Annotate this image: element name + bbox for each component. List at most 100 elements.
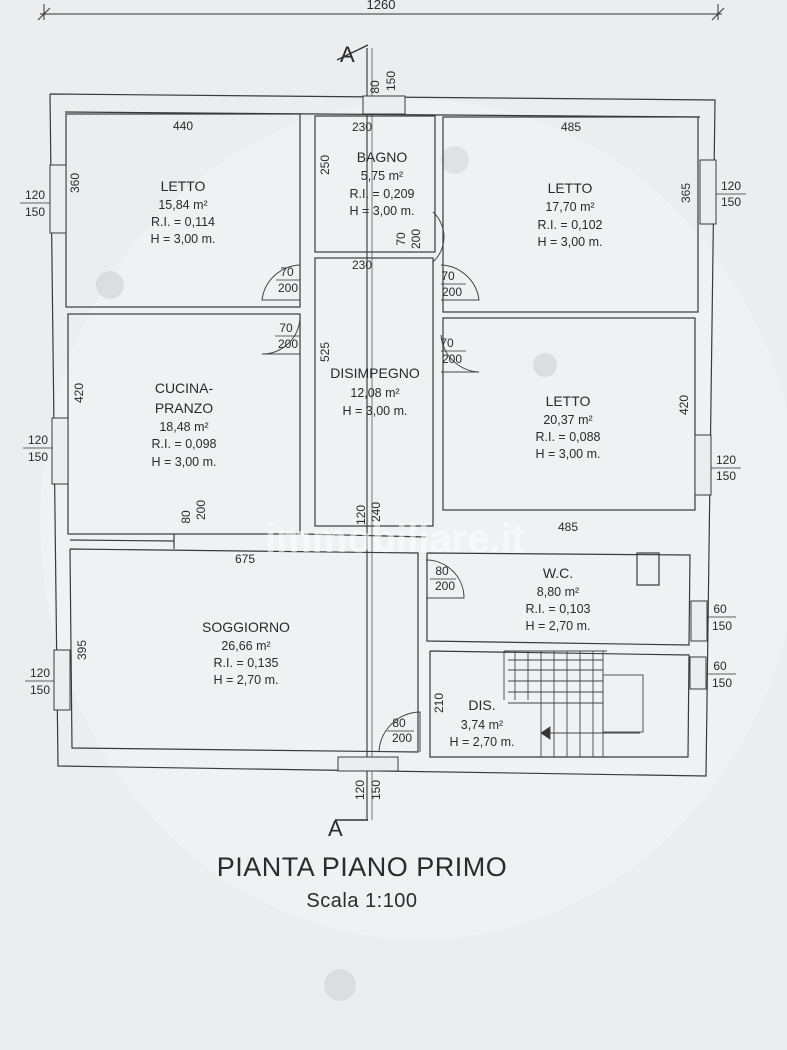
dim-label: 150 [721,195,741,209]
room-area: 5,75 m² [361,169,403,183]
dim-label: 70 [441,269,455,283]
room-ri: R.I. = 0,135 [214,656,279,670]
room-bagno: BAGNO 5,75 m² R.I. = 0,209 H = 3,00 m. [350,149,415,218]
room-name: W.C. [543,565,573,581]
room-height: H = 3,00 m. [538,235,603,249]
dim-label: 70 [280,265,294,279]
dim-label: 60 [713,659,727,673]
room-area: 20,37 m² [543,413,592,427]
room-letto-2: LETTO 17,70 m² R.I. = 0,102 H = 3,00 m. [538,180,603,249]
dim-label: 150 [716,469,736,483]
dim-label: 675 [235,552,255,566]
dim-label: 230 [352,258,372,272]
room-name: CUCINA- [155,380,214,396]
dim-label: 200 [409,229,423,249]
room-height: H = 3,00 m. [152,455,217,469]
room-name: LETTO [161,178,206,194]
stain [324,969,356,1001]
room-soggiorno: SOGGIORNO 26,66 m² R.I. = 0,135 H = 2,70… [202,619,290,687]
plan-scale: Scala 1:100 [306,890,417,912]
dim-label: 210 [432,693,446,713]
dim-label: 120 [354,505,368,525]
room-name: DISIMPEGNO [330,365,420,381]
overall-dimension-line [37,4,725,21]
dim-label: 150 [25,205,45,219]
room-area: 12,08 m² [350,386,399,400]
dim-label: 120 [30,666,50,680]
room-name: LETTO [548,180,593,196]
dim-label: 120 [721,179,741,193]
dim-label: 200 [278,337,298,351]
stain [96,271,124,299]
room-height: H = 2,70 m. [214,673,279,687]
room-name: LETTO [546,393,591,409]
room-area: 8,80 m² [537,585,579,599]
dim-label: 80 [435,564,449,578]
windows [49,95,717,772]
stain [533,353,557,377]
dim-label: 230 [352,120,372,134]
room-name: BAGNO [357,149,408,165]
section-line [366,48,373,820]
stain [441,146,469,174]
dim-label: 80 [179,510,193,524]
room-height: H = 3,00 m. [343,404,408,418]
dim-label: 80 [368,80,382,94]
dim-label: 150 [369,780,383,800]
watermark: immobiliare.it [265,517,525,561]
dim-label: 70 [440,336,454,350]
room-area: 17,70 m² [545,200,594,214]
dim-label: 485 [561,120,581,134]
dim-label: 200 [392,731,412,745]
section-marker-bottom: A [328,816,343,841]
room-cucina-pranzo: CUCINA- PRANZO 18,48 m² R.I. = 0,098 H =… [152,380,217,469]
dim-label: 420 [677,395,691,415]
dim-label: 70 [394,232,408,246]
dim-label: 150 [712,619,732,633]
dim-label: 80 [392,716,406,730]
dim-label: 525 [318,342,332,362]
plan-title: PIANTA PIANO PRIMO [217,852,508,882]
room-dis: DIS. 3,74 m² H = 2,70 m. [450,697,515,749]
room-height: H = 3,00 m. [350,204,415,218]
dim-label: 200 [278,281,298,295]
door-swings [261,211,480,753]
staircase [503,650,644,757]
room-letto-1: LETTO 15,84 m² R.I. = 0,114 H = 3,00 m. [151,178,216,246]
dim-label: 200 [442,352,462,366]
dim-label: 360 [68,173,82,193]
dim-label: 70 [279,321,293,335]
dim-label: 200 [194,500,208,520]
room-ri: R.I. = 0,102 [538,218,603,232]
room-height: H = 2,70 m. [526,619,591,633]
dim-label: 150 [384,71,398,91]
dim-label: 240 [369,502,383,522]
room-ri: R.I. = 0,114 [151,215,215,229]
dim-label: 60 [713,602,727,616]
dim-label: 120 [28,433,48,447]
room-ri: R.I. = 0,088 [536,430,601,444]
room-ri: R.I. = 0,098 [152,437,217,451]
dim-label: 485 [558,520,578,534]
dimension-labels: 440 360 230 250 230 485 365 420 525 420 … [20,71,746,800]
room-name: SOGGIORNO [202,619,290,635]
dim-label: 250 [318,155,332,175]
room-height: H = 3,00 m. [536,447,601,461]
dim-label: 440 [173,119,193,133]
room-letto-3: LETTO 20,37 m² R.I. = 0,088 H = 3,00 m. [536,393,601,461]
room-name-line2: PRANZO [155,400,213,416]
room-name: DIS. [468,697,495,713]
room-wc: W.C. 8,80 m² R.I. = 0,103 H = 2,70 m. [526,565,591,633]
dim-label: 120 [25,188,45,202]
dim-label: 420 [72,383,86,403]
dim-label: 365 [679,183,693,203]
room-area: 26,66 m² [221,639,270,653]
room-height: H = 2,70 m. [450,735,515,749]
dim-label: 395 [75,640,89,660]
dim-label: 150 [28,450,48,464]
dim-label: 120 [716,453,736,467]
room-ri: R.I. = 0,209 [350,187,415,201]
room-area: 18,48 m² [159,420,208,434]
room-height: H = 3,00 m. [151,232,216,246]
